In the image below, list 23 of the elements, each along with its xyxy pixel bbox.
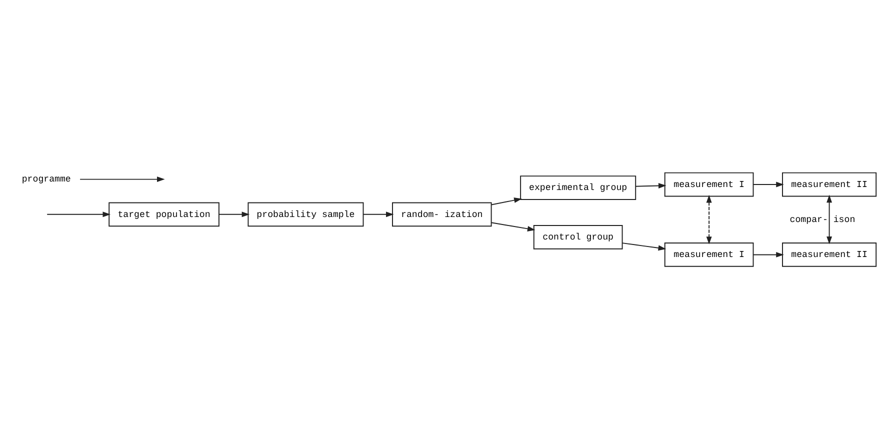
- node-box: probability sample: [248, 202, 364, 226]
- arrow: [46, 211, 111, 217]
- arrow: [635, 182, 666, 188]
- node-text: programme: [22, 173, 71, 184]
- node-box: measurement II: [782, 242, 877, 266]
- node-box: target population: [108, 202, 220, 226]
- node-box: experimental group: [520, 175, 636, 200]
- node-box: measurement I: [664, 172, 754, 196]
- node-box: measurement II: [782, 172, 877, 196]
- arrow: [362, 211, 394, 217]
- node-box: control group: [533, 224, 623, 249]
- arrow: [218, 211, 250, 217]
- arrow: [752, 181, 784, 187]
- arrow: [622, 242, 666, 250]
- node-box: random- ization: [392, 202, 492, 226]
- arrow: [706, 194, 712, 244]
- arrow: [752, 251, 784, 257]
- arrow: [490, 222, 536, 231]
- edge-label: compar- ison: [790, 214, 856, 225]
- node-box: measurement I: [664, 242, 754, 266]
- arrow: [826, 194, 832, 244]
- arrow: [80, 176, 165, 182]
- arrow: [490, 197, 522, 205]
